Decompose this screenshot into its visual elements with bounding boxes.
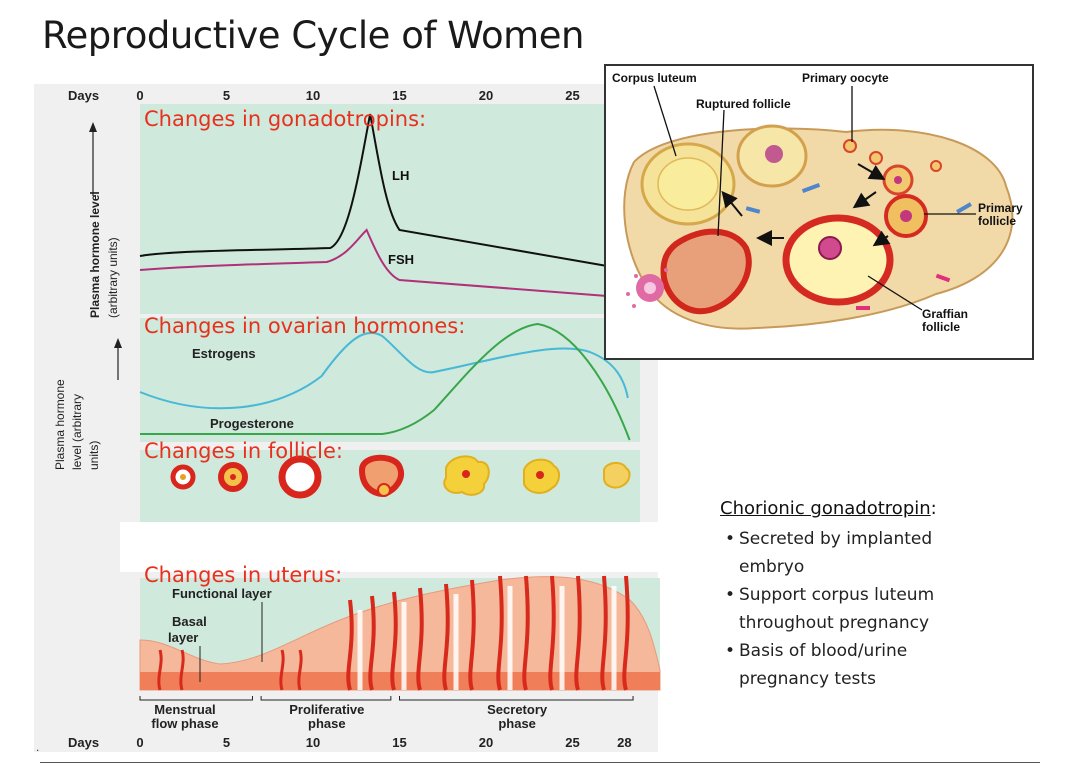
uterine-artery bbox=[496, 575, 504, 691]
top-tick-label: 15 bbox=[392, 88, 406, 103]
label-corpus-luteum: Corpus luteum bbox=[612, 71, 697, 85]
lh-label: LH bbox=[392, 168, 409, 183]
label-primary-follicle: Primary follicle bbox=[978, 201, 1023, 228]
mask-band bbox=[120, 522, 668, 572]
follicle-stage-2-oocyte bbox=[230, 474, 236, 480]
ovary-diagram: Corpus luteum Primary oocyte Ruptured fo… bbox=[604, 64, 1034, 360]
lh-curve bbox=[139, 113, 608, 267]
bottom-tick-label: 5 bbox=[223, 735, 230, 750]
days-label-bottom: Days bbox=[68, 735, 99, 750]
ylabel-gonadotropins-units: (arbitrary units) bbox=[106, 237, 120, 318]
bottom-tick-label: 15 bbox=[392, 735, 406, 750]
bottom-tick-label: 25 bbox=[565, 735, 579, 750]
section-heading-gonadotropins: Changes in gonadotropins: bbox=[144, 107, 426, 131]
uterine-artery bbox=[468, 579, 476, 691]
bottom-tick-label: 28 bbox=[617, 735, 631, 750]
uterine-artery bbox=[179, 649, 185, 691]
top-tick-label: 0 bbox=[136, 88, 143, 103]
section-heading-follicle: Changes in follicle: bbox=[144, 439, 343, 463]
bottom-tick-label: 0 bbox=[136, 735, 143, 750]
bottom-divider bbox=[40, 762, 1040, 763]
uterine-artery bbox=[297, 649, 303, 691]
uterine-artery bbox=[574, 575, 582, 691]
bottom-tick-label: 10 bbox=[306, 735, 320, 750]
label-primary-oocyte: Primary oocyte bbox=[802, 71, 889, 85]
uterine-artery bbox=[346, 599, 354, 691]
phase-label: phase bbox=[308, 716, 346, 731]
uterine-artery bbox=[279, 649, 285, 691]
top-tick-label: 5 bbox=[223, 88, 230, 103]
top-tick-label: 25 bbox=[565, 88, 579, 103]
estrogens-curve bbox=[139, 331, 629, 410]
bottom-tick-label: 20 bbox=[479, 735, 493, 750]
phase-label: Proliferative bbox=[289, 702, 364, 717]
top-tick-label: 20 bbox=[479, 88, 493, 103]
uterus-basal-layer bbox=[140, 672, 660, 690]
follicle-stage-1-oocyte bbox=[180, 474, 186, 480]
days-label-top: Days bbox=[68, 88, 99, 103]
uterine-artery bbox=[548, 575, 556, 691]
bracket-secretory bbox=[399, 696, 634, 701]
progesterone-curve bbox=[140, 322, 631, 441]
uterine-artery bbox=[157, 649, 163, 691]
uterine-artery bbox=[442, 583, 450, 691]
uterine-artery bbox=[622, 575, 630, 691]
uterine-artery bbox=[390, 591, 398, 691]
ylabel-gonadotropins: Plasma hormone level bbox=[88, 191, 102, 318]
bracket-menstrual bbox=[139, 696, 253, 701]
follicle-stage-4-ruptured bbox=[358, 454, 404, 498]
hcg-heading: Chorionic gonadotropin: bbox=[720, 498, 937, 519]
functional-layer-label: Functional layer bbox=[172, 586, 272, 601]
ylabel-ovarian: units) bbox=[87, 441, 101, 470]
basal-label-2: layer bbox=[168, 630, 198, 645]
ylabel-ovarian: Plasma hormone bbox=[53, 379, 67, 470]
bracket-proliferative bbox=[260, 696, 392, 701]
follicle-stage-3 bbox=[278, 455, 322, 499]
follicle-stage-5-center bbox=[462, 470, 470, 478]
follicle-stage-6-center bbox=[536, 471, 544, 479]
label-ruptured-follicle: Ruptured follicle bbox=[696, 97, 791, 111]
uterine-artery bbox=[416, 587, 424, 691]
ylabel2-arrow-head bbox=[114, 338, 122, 348]
top-tick-label: 10 bbox=[306, 88, 320, 103]
basal-label-1: Basal bbox=[172, 614, 207, 629]
progesterone-label: Progesterone bbox=[210, 416, 294, 431]
phase-label: Menstrual bbox=[154, 702, 215, 717]
label-graffian-follicle: Graffian follicle bbox=[922, 307, 969, 334]
ovary-illustration bbox=[623, 85, 1014, 330]
follicle-stage-7-regressing bbox=[603, 462, 631, 489]
phase-label: phase bbox=[498, 716, 536, 731]
uterine-artery bbox=[368, 595, 376, 691]
phase-label: Secretory bbox=[487, 702, 548, 717]
slide-dot: . bbox=[36, 740, 40, 754]
estrogens-label: Estrogens bbox=[192, 346, 256, 361]
section-heading-ovarian: Changes in ovarian hormones: bbox=[144, 314, 465, 338]
fsh-curve bbox=[139, 228, 608, 297]
ylabel-ovarian: level (arbitrary bbox=[70, 394, 84, 470]
page-title: Reproductive Cycle of Women bbox=[42, 14, 584, 57]
fsh-label: FSH bbox=[388, 252, 414, 267]
hcg-notes: Chorionic gonadotropin: Secreted by impl… bbox=[720, 498, 1050, 693]
panel-ovarian bbox=[140, 318, 640, 442]
uterine-artery bbox=[600, 575, 608, 691]
phase-label: flow phase bbox=[151, 716, 218, 731]
uterine-artery bbox=[522, 575, 530, 691]
section-heading-uterus: Changes in uterus: bbox=[144, 563, 342, 587]
follicle-stage-4-oocyte bbox=[377, 483, 391, 497]
ylabel-arrow-head bbox=[89, 122, 97, 132]
uterus-functional-layer bbox=[139, 576, 661, 691]
